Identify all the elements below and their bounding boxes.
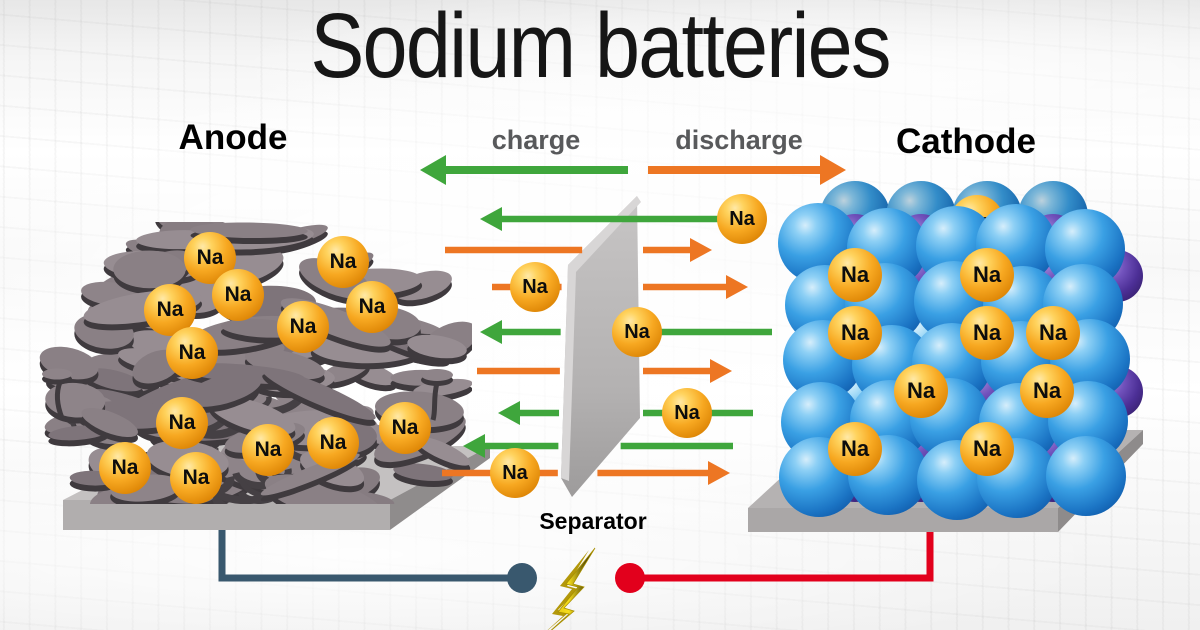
discharge-arrow-head — [726, 275, 748, 299]
bolt-shadow — [547, 550, 589, 630]
flake — [244, 348, 325, 380]
flake — [113, 250, 186, 289]
cathode-wire — [644, 532, 934, 582]
flake — [84, 368, 144, 392]
flake — [393, 463, 453, 482]
charge-arrow-head — [498, 401, 520, 425]
charge-arrow-head — [480, 207, 502, 231]
discharge-arrow-head — [708, 461, 730, 485]
discharge-arrow-head — [820, 155, 846, 185]
flake — [421, 369, 453, 381]
anode-loose-flakes — [42, 368, 453, 421]
flake-stem — [54, 381, 65, 419]
flake-stem — [430, 382, 440, 421]
lightning-bolt-icon — [547, 547, 596, 630]
flake — [407, 334, 467, 359]
charge-arrow-head — [480, 320, 502, 344]
flake — [42, 368, 72, 380]
charge-arrow-head — [420, 155, 446, 185]
discharge-arrow-head — [690, 238, 712, 262]
anode-wire — [218, 528, 512, 582]
cathode-terminal — [615, 563, 645, 593]
separator-panel — [561, 196, 641, 497]
bolt-face — [550, 547, 596, 630]
charge-arrow-head — [463, 434, 485, 458]
cathode-platform — [748, 430, 1143, 532]
discharge-arrow-head — [710, 359, 732, 383]
anode-terminal — [507, 563, 537, 593]
flake — [262, 368, 376, 420]
flake — [81, 407, 138, 438]
